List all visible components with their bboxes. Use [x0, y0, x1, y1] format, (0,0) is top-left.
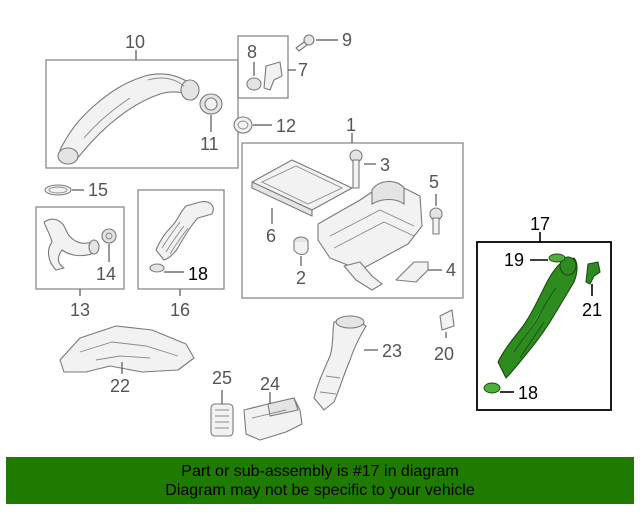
group-7: 7 8 9 [237, 30, 352, 99]
callout-12: 12 [276, 116, 296, 136]
group-7-box [237, 35, 289, 99]
part-1-air-cleaner-body[interactable] [317, 180, 423, 291]
callout-7: 7 [298, 60, 308, 80]
callout-1: 1 [346, 115, 356, 135]
part-3-bolt[interactable] [349, 149, 363, 189]
callout-10: 10 [125, 32, 145, 52]
part-23-duct[interactable] [313, 315, 367, 411]
part-19-ring[interactable] [548, 253, 566, 263]
part-13-hose[interactable] [43, 218, 100, 271]
callout-8: 8 [247, 42, 257, 62]
group-13: 14 13 [35, 206, 125, 320]
vehicle-notice-banner: Part or sub-assembly is #17 in diagram D… [6, 457, 634, 504]
callout-14: 14 [96, 264, 116, 284]
banner-line-2: Diagram may not be specific to your vehi… [165, 481, 475, 499]
part-18-ring-b[interactable] [483, 382, 501, 394]
group-17-box [476, 241, 612, 411]
callout-20: 20 [434, 344, 454, 364]
part-2-grommet[interactable] [293, 236, 309, 256]
part-8-ring[interactable] [246, 77, 262, 91]
part-9-bolt[interactable] [295, 34, 315, 52]
part-12-clamp[interactable] [233, 116, 253, 134]
part-11-clamp[interactable] [199, 93, 223, 115]
group-10: 10 11 [45, 32, 239, 169]
part-6-filter[interactable] [251, 159, 353, 217]
part-18-ring-a[interactable] [149, 263, 165, 273]
callout-18b: 18 [518, 383, 538, 403]
part-20-bracket[interactable] [439, 309, 455, 331]
part-22-duct[interactable] [59, 325, 195, 373]
callout-4: 4 [446, 260, 456, 280]
banner-line-1: Part or sub-assembly is #17 in diagram [181, 462, 459, 480]
callout-18a: 18 [188, 264, 208, 284]
group-10-box [45, 59, 239, 169]
callout-11: 11 [200, 134, 219, 154]
part-25-grille[interactable] [210, 403, 234, 437]
callout-16: 16 [170, 300, 190, 320]
part-16-hose[interactable] [155, 201, 214, 261]
callout-13: 13 [70, 300, 90, 320]
group-16-box [137, 189, 225, 290]
callout-19: 19 [504, 250, 524, 270]
callout-3: 3 [380, 155, 390, 175]
part-15-clamp[interactable] [44, 184, 72, 196]
callout-24: 24 [260, 374, 280, 394]
part-24-duct[interactable] [243, 397, 303, 441]
part-5-bolt[interactable] [429, 207, 443, 235]
callout-21: 21 [582, 300, 602, 320]
part-10-intake-pipe[interactable] [57, 73, 200, 165]
part-7-bracket[interactable] [263, 61, 283, 91]
callout-5: 5 [429, 172, 439, 192]
callout-6: 6 [266, 226, 276, 246]
callout-15: 15 [88, 180, 108, 200]
callout-22: 22 [110, 376, 130, 396]
part-4-bracket[interactable] [395, 261, 429, 283]
parts-diagram: 10 11 7 8 9 [35, 30, 612, 441]
callout-9: 9 [342, 30, 352, 50]
part-21-clip[interactable] [585, 261, 601, 285]
callout-2: 2 [296, 268, 306, 288]
callout-25: 25 [212, 368, 232, 388]
part-14-ring[interactable] [101, 228, 117, 244]
callout-23: 23 [382, 341, 402, 361]
callout-17: 17 [530, 214, 550, 234]
group-16: 18 16 [137, 189, 225, 320]
group-17: 17 19 21 18 [476, 214, 612, 411]
group-1: 1 6 3 2 5 [241, 115, 464, 299]
part-17-air-duct[interactable] [497, 256, 578, 379]
